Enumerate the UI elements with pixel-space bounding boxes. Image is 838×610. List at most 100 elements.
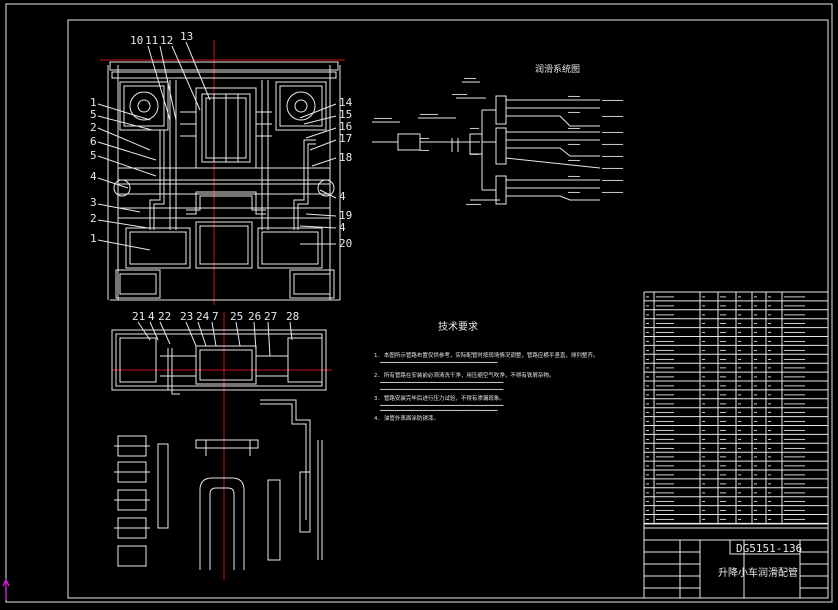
parts-list-cell: ━━━━━━━	[783, 366, 806, 372]
parts-list-cell: ━	[645, 464, 650, 470]
parts-list-cell: ━	[767, 446, 772, 452]
parts-list-cell: ━	[737, 410, 742, 416]
callout-label: 21	[132, 310, 145, 323]
parts-list-cell: ━━	[719, 499, 727, 505]
callout-label: 5	[90, 149, 97, 162]
parts-list-cell: ━	[737, 499, 742, 505]
parts-list-cell: ━	[767, 348, 772, 354]
parts-list-cell: ━━━━━━━	[783, 295, 806, 301]
parts-list-cell: ━━━━━━	[655, 392, 675, 398]
parts-list-cell: ━━━━━━	[655, 348, 675, 354]
parts-list-cell: ━	[767, 428, 772, 434]
parts-list-cell: ━	[645, 303, 650, 309]
parts-list-cell: ━	[701, 410, 706, 416]
callout-label: 2	[90, 212, 97, 225]
parts-list-cell: ━	[737, 455, 742, 461]
parts-list-cell: ━	[645, 330, 650, 336]
parts-list-cell: ━━━━━━━	[783, 455, 806, 461]
svg-text:━━━━━━━: ━━━━━━━	[601, 142, 624, 148]
parts-list-cell: ━━	[719, 437, 727, 443]
parts-list-cell: ━	[767, 410, 772, 416]
callout-label: 1	[90, 232, 97, 245]
callout-label: 4	[339, 190, 346, 203]
parts-list-cell: ━	[737, 446, 742, 452]
callout-label: 27	[264, 310, 277, 323]
parts-list-cell: ━━━━━━	[655, 321, 675, 327]
parts-list-cell: ━	[701, 366, 706, 372]
parts-list-cell: ━	[701, 401, 706, 407]
parts-list-cell: ━━	[719, 481, 727, 487]
parts-list-cell: ━━	[719, 446, 727, 452]
parts-list-cell: ━	[645, 446, 650, 452]
parts-list: ━━━━━━━━━━━━━━━━━━━━━━━━━━━━━━━━━━━━━━━━…	[643, 291, 829, 524]
parts-list-cell: ━	[767, 392, 772, 398]
svg-text:━━━━━━━━━━━━━━━━━━━━━━━━━━━━━━: ━━━━━━━━━━━━━━━━━━━━━━━━━━━━━━━━━━━━━━━	[379, 360, 498, 366]
svg-text:━━━━━━━━━━━━━━━━━━━━━━━━━━━━━━: ━━━━━━━━━━━━━━━━━━━━━━━━━━━━━━━━━━━━━━━━…	[379, 403, 504, 409]
inner-frame	[67, 19, 829, 599]
parts-list-cell: ━	[645, 366, 650, 372]
parts-list-cell: ━	[701, 330, 706, 336]
parts-list-cell: ━━	[719, 517, 727, 523]
parts-list-cell: ━	[645, 295, 650, 301]
parts-list-cell: ━	[767, 303, 772, 309]
parts-list-cell: ━	[753, 410, 758, 416]
parts-list-cell: ━	[701, 446, 706, 452]
parts-list-cell: ━	[767, 517, 772, 523]
callout-label: 4	[90, 170, 97, 183]
parts-list-cell: ━	[737, 419, 742, 425]
parts-list-cell: ━━━━━━	[655, 357, 675, 363]
parts-list-cell: ━	[737, 295, 742, 301]
parts-list-cell: ━	[701, 303, 706, 309]
parts-list-cell: ━	[737, 321, 742, 327]
parts-list-cell: ━━━━━━	[655, 481, 675, 487]
parts-list-cell: ━	[701, 384, 706, 390]
parts-list-cell: ━	[753, 473, 758, 479]
parts-list-cell: ━	[645, 419, 650, 425]
parts-list-cell: ━	[737, 303, 742, 309]
parts-list-cell: ━	[737, 464, 742, 470]
callout-label: 17	[339, 132, 352, 145]
callout-label: 22	[158, 310, 171, 323]
parts-list-cell: ━	[753, 366, 758, 372]
svg-text:━━━: ━━━	[419, 148, 430, 154]
parts-list-cell: ━━	[719, 357, 727, 363]
parts-list-cell: ━━━━━━━	[783, 401, 806, 407]
parts-list-cell: ━	[645, 392, 650, 398]
parts-list-cell: ━	[701, 348, 706, 354]
parts-list-cell: ━	[645, 428, 650, 434]
callout-label: 26	[248, 310, 261, 323]
parts-list-cell: ━━━━━━	[655, 428, 675, 434]
svg-text:━━━: ━━━	[469, 126, 480, 132]
callout-label: 23	[180, 310, 193, 323]
parts-list-cell: ━	[753, 499, 758, 505]
parts-list-cell: ━━	[719, 401, 727, 407]
parts-list-cell: ━━━━━━	[655, 419, 675, 425]
parts-list-cell: ━	[701, 357, 706, 363]
parts-list-cell: ━━━━━━	[655, 330, 675, 336]
parts-list-cell: ━━━━━━━	[783, 384, 806, 390]
parts-list-cell: ━	[645, 508, 650, 514]
svg-text:━━━━━━━: ━━━━━━━	[601, 154, 624, 160]
parts-list-cell: ━━━━━━━	[783, 375, 806, 381]
parts-list-cell: ━━	[719, 366, 727, 372]
parts-list-cell: ━━	[719, 410, 727, 416]
parts-list-cell: ━━	[719, 473, 727, 479]
parts-list-cell: ━	[737, 401, 742, 407]
parts-list-cell: ━	[753, 392, 758, 398]
svg-text:━━━━: ━━━━	[567, 190, 581, 196]
svg-text:━━━━━: ━━━━━	[451, 92, 468, 98]
parts-list-cell: ━	[701, 339, 706, 345]
parts-list-cell: ━	[753, 508, 758, 514]
parts-list-cell: ━	[767, 499, 772, 505]
svg-text:━━━━━━━: ━━━━━━━	[601, 178, 624, 184]
plan-view	[111, 312, 332, 580]
parts-list-cell: ━━━━━━	[655, 464, 675, 470]
parts-list-cell: ━	[753, 330, 758, 336]
parts-list-cell: ━━━━━━━	[783, 303, 806, 309]
lubrication-schematic: 润滑系统图 ━━━━━━ ━━━━━━ ━━	[372, 63, 624, 208]
parts-list-cell: ━	[737, 517, 742, 523]
parts-list-cell: ━	[753, 481, 758, 487]
parts-list-cell: ━━━━━━━	[783, 339, 806, 345]
